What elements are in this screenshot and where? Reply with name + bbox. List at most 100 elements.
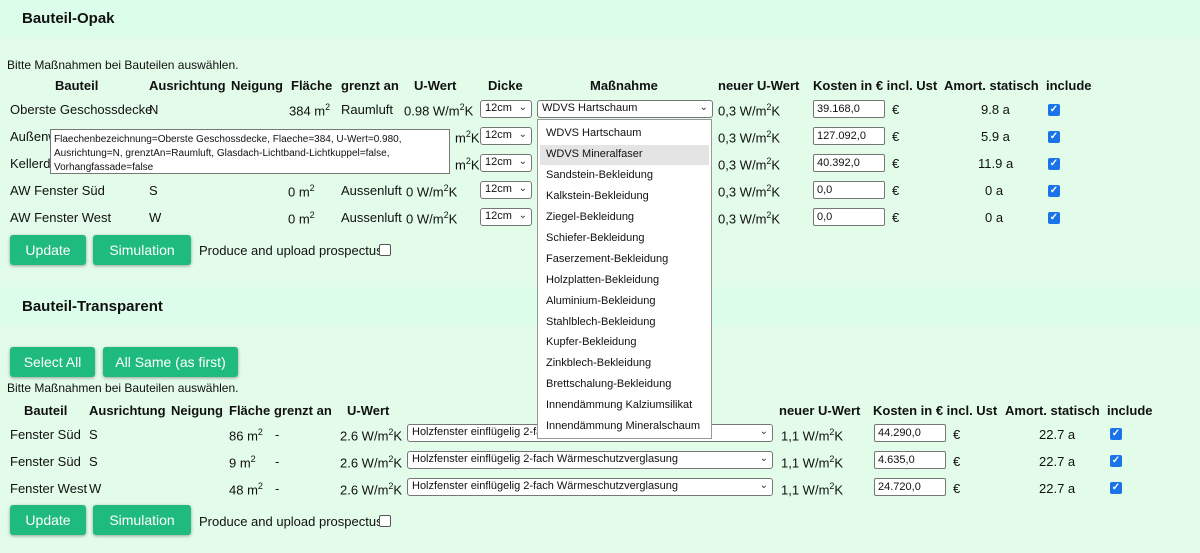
opak-header-ausrichtung: Ausrichtung — [149, 78, 226, 93]
opak-row-include-checkbox[interactable]: ✓ — [1048, 185, 1060, 197]
opak-row-include-checkbox[interactable]: ✓ — [1048, 158, 1060, 170]
dropdown-option[interactable]: WDVS Hartschaum — [546, 127, 642, 139]
transparent-section-title: Bauteil-Transparent — [22, 298, 163, 315]
dropdown-option[interactable]: Innendämmung Kalziumsilikat — [546, 399, 693, 411]
opak-row-kosten-input[interactable]: 127.092,0 — [813, 127, 885, 145]
transparent-simulation-button[interactable]: Simulation — [93, 505, 191, 535]
opak-row-kosten-input[interactable]: 40.392,0 — [813, 154, 885, 172]
euro-sign: € — [892, 183, 900, 198]
opak-prospectus-label: Produce and upload prospectus? — [199, 243, 390, 258]
dropdown-option[interactable]: Faserzement-Bekleidung — [546, 253, 669, 265]
transparent-row-uwert: 2.6 W/m2K — [340, 427, 403, 444]
dropdown-option[interactable]: Schiefer-Bekleidung — [546, 232, 645, 244]
opak-row-dicke-select[interactable]: 12cm⌄ — [480, 154, 532, 172]
transparent-header-kosten: Kosten in € incl. Ust — [873, 403, 998, 418]
opak-row-name: AW Fenster West — [10, 210, 112, 225]
transparent-update-button[interactable]: Update — [10, 505, 86, 535]
opak-row-dir: W — [149, 210, 162, 225]
opak-row-dir: S — [149, 183, 158, 198]
transparent-header-grenzt: grenzt an — [274, 403, 332, 418]
massnahme-dropdown-list[interactable]: WDVS Hartschaum WDVS Mineralfaser Sandst… — [537, 119, 712, 439]
opak-header-include: include — [1046, 78, 1092, 93]
transparent-row-amort: 22.7 a — [1039, 427, 1076, 442]
opak-row-kosten-input[interactable]: 0,0 — [813, 208, 885, 226]
select-all-button[interactable]: Select All — [10, 347, 95, 377]
euro-sign: € — [892, 102, 900, 117]
chevron-down-icon: ⌄ — [518, 102, 527, 113]
dropdown-highlight — [540, 145, 709, 165]
opak-header-massnahme: Maßnahme — [590, 78, 658, 93]
transparent-row-area: 86 m2 — [229, 427, 263, 444]
dropdown-option[interactable]: WDVS Mineralfaser — [546, 148, 643, 160]
opak-prospectus-checkbox[interactable] — [379, 244, 391, 256]
transparent-row-grenzt: - — [275, 481, 280, 496]
dropdown-option[interactable]: Stahlblech-Bekleidung — [546, 316, 656, 328]
transparent-header-include: include — [1107, 403, 1153, 418]
opak-row-amort: 0 a — [985, 210, 1004, 225]
opak-row-include-checkbox[interactable]: ✓ — [1048, 131, 1060, 143]
opak-section-title: Bauteil-Opak — [22, 10, 115, 27]
chevron-down-icon: ⌄ — [518, 210, 527, 221]
transparent-row-include-checkbox[interactable]: ✓ — [1110, 482, 1122, 494]
opak-row-uwert: 0 W/m2K — [406, 183, 458, 200]
dropdown-option[interactable]: Innendämmung Mineralschaum — [546, 420, 701, 432]
opak-row-include-checkbox[interactable]: ✓ — [1048, 104, 1060, 116]
dropdown-option[interactable]: Zinkblech-Bekleidung — [546, 357, 652, 369]
euro-sign: € — [892, 156, 900, 171]
transparent-row-massnahme-select[interactable]: Holzfenster einflügelig 2-fach Wärmeschu… — [407, 451, 773, 469]
chevron-down-icon: ⌄ — [518, 129, 527, 140]
euro-sign: € — [892, 129, 900, 144]
dropdown-option[interactable]: Kalkstein-Bekleidung — [546, 190, 649, 202]
chevron-down-icon: ⌄ — [699, 102, 708, 113]
euro-sign: € — [892, 210, 900, 225]
dropdown-option[interactable]: Aluminium-Bekleidung — [546, 295, 656, 307]
opak-row-uwert: 0 W/m2K — [406, 210, 458, 227]
opak-row-dicke-select[interactable]: 12cm⌄ — [480, 181, 532, 199]
transparent-row-uwert: 2.6 W/m2K — [340, 454, 403, 471]
opak-row-amort: 5.9 a — [981, 129, 1010, 144]
transparent-row-massnahme-select[interactable]: Holzfenster einflügelig 2-fach Wärmeschu… — [407, 478, 773, 496]
dropdown-option[interactable]: Ziegel-Bekleidung — [546, 211, 635, 223]
dropdown-option[interactable]: Kupfer-Bekleidung — [546, 336, 637, 348]
opak-simulation-button[interactable]: Simulation — [93, 235, 191, 265]
opak-header-flaeche: Fläche — [291, 78, 333, 93]
opak-row-neuer-uwert: 0,3 W/m2K — [718, 210, 781, 227]
opak-row-neuer-uwert: 0,3 W/m2K — [718, 102, 781, 119]
opak-row-name: AW Fenster Süd — [10, 183, 105, 198]
chevron-down-icon: ⌄ — [518, 156, 527, 167]
opak-row-dicke-select[interactable]: 12cm⌄ — [480, 208, 532, 226]
opak-header-uwert: U-Wert — [414, 78, 457, 93]
opak-update-button[interactable]: Update — [10, 235, 86, 265]
transparent-row-dir: S — [89, 454, 98, 469]
opak-row-dir: N — [149, 102, 159, 117]
opak-row-include-checkbox[interactable]: ✓ — [1048, 212, 1060, 224]
transparent-row-kosten-input[interactable]: 24.720,0 — [874, 478, 946, 496]
opak-row-area: 384 m2 — [289, 102, 331, 119]
opak-header-neuer-uwert: neuer U-Wert — [718, 78, 800, 93]
opak-row-dicke-select[interactable]: 12cm⌄ — [480, 127, 532, 145]
transparent-row-include-checkbox[interactable]: ✓ — [1110, 455, 1122, 467]
opak-row-grenzt: Aussenluft — [341, 183, 402, 198]
transparent-header-neigung: Neigung — [171, 403, 223, 418]
transparent-row-kosten-input[interactable]: 44.290,0 — [874, 424, 946, 442]
euro-sign: € — [953, 427, 961, 442]
opak-row-kosten-input[interactable]: 39.168,0 — [813, 100, 885, 118]
all-same-button[interactable]: All Same (as first) — [103, 347, 238, 377]
opak-header-neigung: Neigung — [231, 78, 283, 93]
transparent-header-amort: Amort. statisch — [1005, 403, 1100, 418]
opak-row-kosten-input[interactable]: 0,0 — [813, 181, 885, 199]
chevron-down-icon: ⌄ — [759, 453, 768, 464]
transparent-row-area: 9 m2 — [229, 454, 256, 471]
transparent-row-include-checkbox[interactable]: ✓ — [1110, 428, 1122, 440]
transparent-row-kosten-input[interactable]: 4.635,0 — [874, 451, 946, 469]
opak-row-massnahme-select[interactable]: WDVS Hartschaum⌄ — [537, 100, 713, 118]
opak-row-dicke-select[interactable]: 12cm⌄ — [480, 100, 532, 118]
dropdown-option[interactable]: Holzplatten-Bekleidung — [546, 274, 660, 286]
transparent-prospectus-checkbox[interactable] — [379, 515, 391, 527]
dropdown-option[interactable]: Brettschalung-Bekleidung — [546, 378, 672, 390]
transparent-row-dir: S — [89, 427, 98, 442]
opak-header-grenzt: grenzt an — [341, 78, 399, 93]
euro-sign: € — [953, 481, 961, 496]
dropdown-option[interactable]: Sandstein-Bekleidung — [546, 169, 654, 181]
chevron-down-icon: ⌄ — [759, 426, 768, 437]
